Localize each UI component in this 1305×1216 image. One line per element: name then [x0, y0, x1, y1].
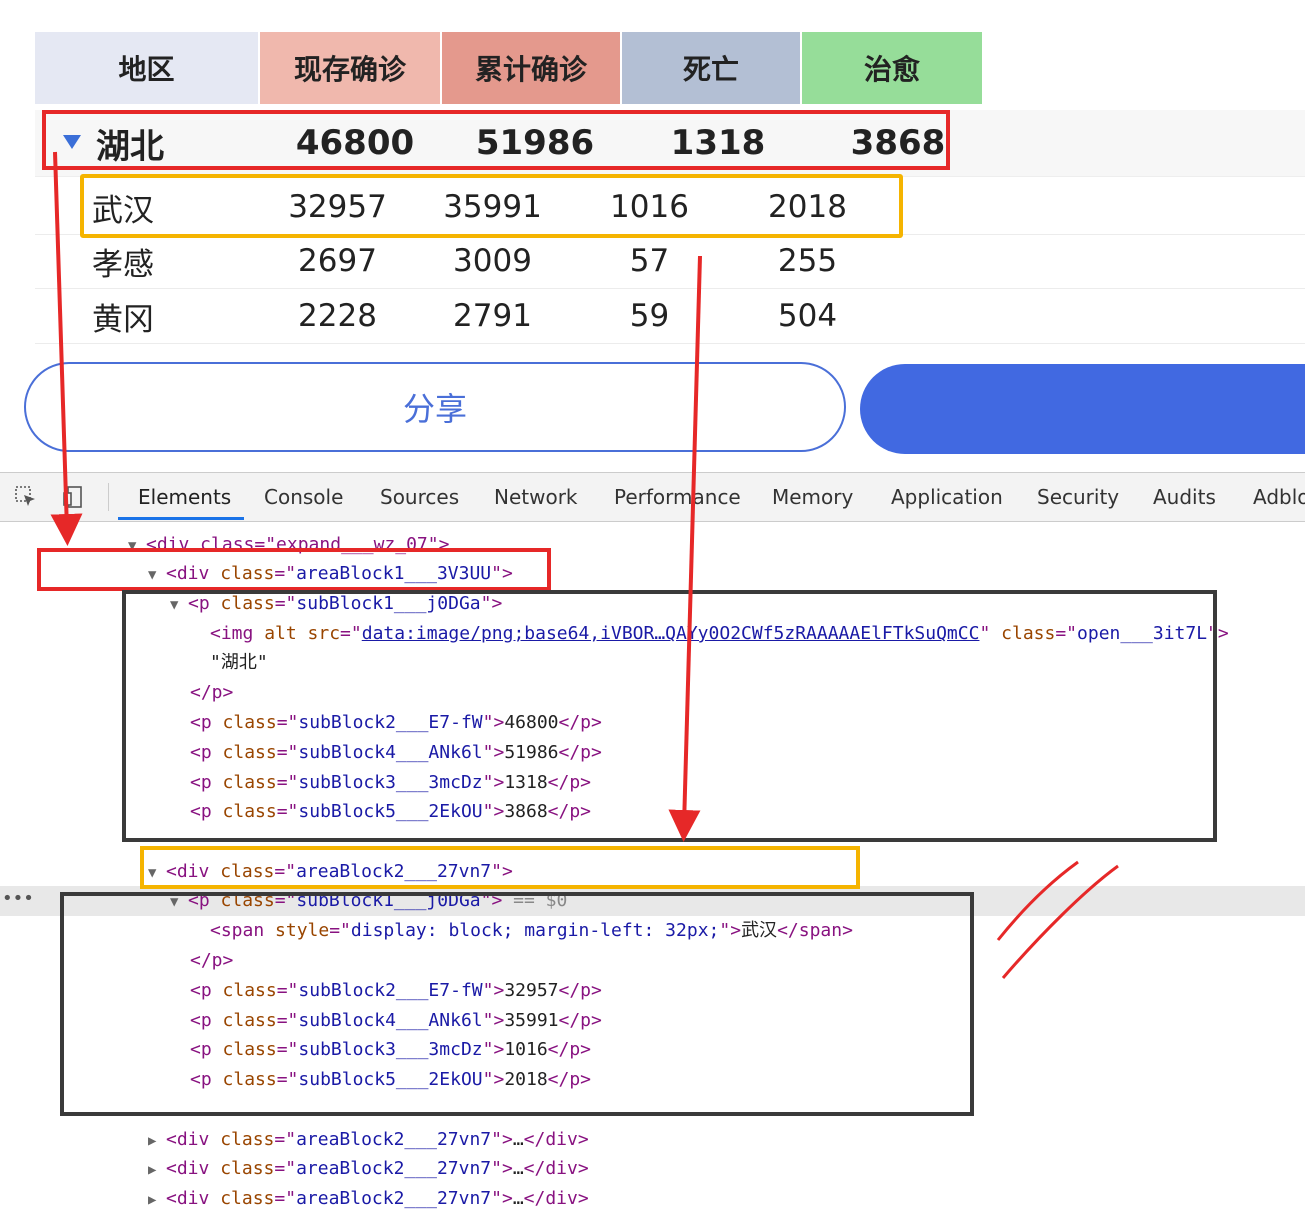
city-row[interactable]: 武汉 32957 35991 1016 2018: [35, 180, 1305, 235]
tab-application[interactable]: Application: [891, 485, 1003, 509]
dom-line-p3[interactable]: <p class="subBlock3___3mcDz">1318</p>: [190, 772, 592, 793]
city-total: 3009: [453, 243, 532, 279]
tab-performance[interactable]: Performance: [614, 485, 741, 509]
tab-console[interactable]: Console: [264, 485, 344, 509]
city-total: 2791: [453, 298, 532, 334]
dom-line-q4[interactable]: <p class="subBlock4___ANk6l">35991</p>: [190, 1010, 602, 1031]
tab-security[interactable]: Security: [1037, 485, 1120, 509]
collapse-arrow-icon[interactable]: ▼: [170, 894, 179, 910]
city-current: 2228: [298, 298, 377, 334]
collapse-arrow-icon[interactable]: ▼: [148, 567, 157, 583]
dom-line-expand[interactable]: ▼<div class="expand___wz_07">: [0, 530, 449, 560]
dom-line-text-hubei[interactable]: "湖北": [210, 652, 268, 673]
tab-memory[interactable]: Memory: [772, 485, 854, 509]
collapse-arrow-icon[interactable]: ▼: [170, 597, 179, 613]
city-row[interactable]: 孝感 2697 3009 57 255: [35, 234, 1305, 289]
dom-line-subblock1[interactable]: ▼<p class="subBlock1___j0DGa">: [0, 589, 502, 619]
city-name: 武汉: [92, 192, 154, 229]
dom-line-q2[interactable]: <p class="subBlock2___E7-fW">32957</p>: [190, 980, 602, 1001]
province-row-hubei[interactable]: 湖北 46800 51986 1318 3868: [35, 110, 1305, 177]
dom-line-q5[interactable]: <p class="subBlock5___2EkOU">2018</p>: [190, 1069, 592, 1090]
toolbar-divider: [108, 483, 109, 511]
dom-line-p5[interactable]: <p class="subBlock5___2EkOU">3868</p>: [190, 801, 592, 822]
city-cured: 504: [777, 298, 838, 334]
header-region: 地区: [35, 32, 258, 104]
city-current: 32957: [288, 189, 387, 225]
dom-line-span[interactable]: <span style="display: block; margin-left…: [210, 920, 853, 941]
header-total-confirmed: 累计确诊: [442, 32, 620, 104]
expand-arrow-icon[interactable]: ▶: [148, 1192, 157, 1208]
province-current: 46800: [295, 123, 415, 163]
dom-line-q3[interactable]: <p class="subBlock3___3mcDz">1016</p>: [190, 1039, 592, 1060]
expand-arrow-icon[interactable]: ▶: [148, 1133, 157, 1149]
city-current: 2697: [298, 243, 377, 279]
header-cured: 治愈: [802, 32, 982, 104]
province-name: 湖北: [96, 126, 164, 167]
devtools-toolbar: Elements Console Sources Network Perform…: [0, 472, 1305, 522]
city-name: 孝感: [92, 246, 154, 283]
dom-line-close-p[interactable]: </p>: [190, 950, 234, 971]
tab-sources[interactable]: Sources: [380, 485, 460, 509]
tab-adblock[interactable]: Adblo: [1253, 485, 1305, 509]
city-name: 黄冈: [92, 301, 154, 338]
collapse-arrow-icon[interactable]: ▼: [148, 865, 157, 881]
img-src-link[interactable]: data:image/png;base64,iVBOR…QAYy0O2CWf5z…: [361, 623, 980, 644]
city-cured: 255: [777, 243, 838, 279]
tab-elements[interactable]: Elements: [138, 485, 232, 509]
header-current-confirmed: 现存确诊: [260, 32, 440, 104]
city-deaths: 57: [629, 243, 670, 279]
city-row[interactable]: 黄冈 2228 2791 59 504: [35, 289, 1305, 344]
city-total: 35991: [443, 189, 542, 225]
dom-line-areablock2-collapsed[interactable]: ▶<div class="areaBlock2___27vn7">…</div>: [0, 1125, 589, 1155]
share-button[interactable]: 分享: [24, 362, 846, 452]
city-cured: 2018: [768, 189, 847, 225]
dom-line-areablock2-collapsed[interactable]: ▶<div class="areaBlock2___27vn7">…</div>: [0, 1154, 589, 1184]
more-options-icon[interactable]: •••: [2, 888, 34, 909]
primary-action-button[interactable]: [860, 364, 1305, 454]
header-deaths: 死亡: [622, 32, 800, 104]
collapse-arrow-icon[interactable]: ▼: [128, 538, 137, 554]
province-deaths: 1318: [670, 123, 766, 163]
dom-line-subblock1-selected[interactable]: ▼<p class="subBlock1___j0DGa"> == $0: [0, 886, 567, 916]
province-total: 51986: [475, 123, 595, 163]
dom-line-img[interactable]: <img alt src="data:image/png;base64,iVBO…: [210, 623, 1229, 644]
dom-line-areablock2[interactable]: ▼<div class="areaBlock2___27vn7">: [0, 857, 513, 887]
expand-triangle-icon[interactable]: [63, 135, 81, 149]
inspect-element-icon[interactable]: [14, 485, 38, 509]
dom-line-close-p[interactable]: </p>: [190, 682, 234, 703]
dom-line-areablock2-collapsed[interactable]: ▶<div class="areaBlock2___27vn7">…</div>: [0, 1184, 589, 1214]
province-cured: 3868: [850, 123, 946, 163]
device-toolbar-icon[interactable]: [62, 485, 86, 509]
expand-arrow-icon[interactable]: ▶: [148, 1162, 157, 1178]
city-deaths: 1016: [610, 189, 689, 225]
dom-line-areablock1[interactable]: ▼<div class="areaBlock1___3V3UU">: [0, 559, 513, 589]
tab-audits[interactable]: Audits: [1153, 485, 1216, 509]
dom-line-p2[interactable]: <p class="subBlock2___E7-fW">46800</p>: [190, 712, 602, 733]
tab-network[interactable]: Network: [494, 485, 578, 509]
dom-line-p4[interactable]: <p class="subBlock4___ANk6l">51986</p>: [190, 742, 602, 763]
active-tab-indicator: [118, 517, 244, 520]
city-deaths: 59: [629, 298, 670, 334]
